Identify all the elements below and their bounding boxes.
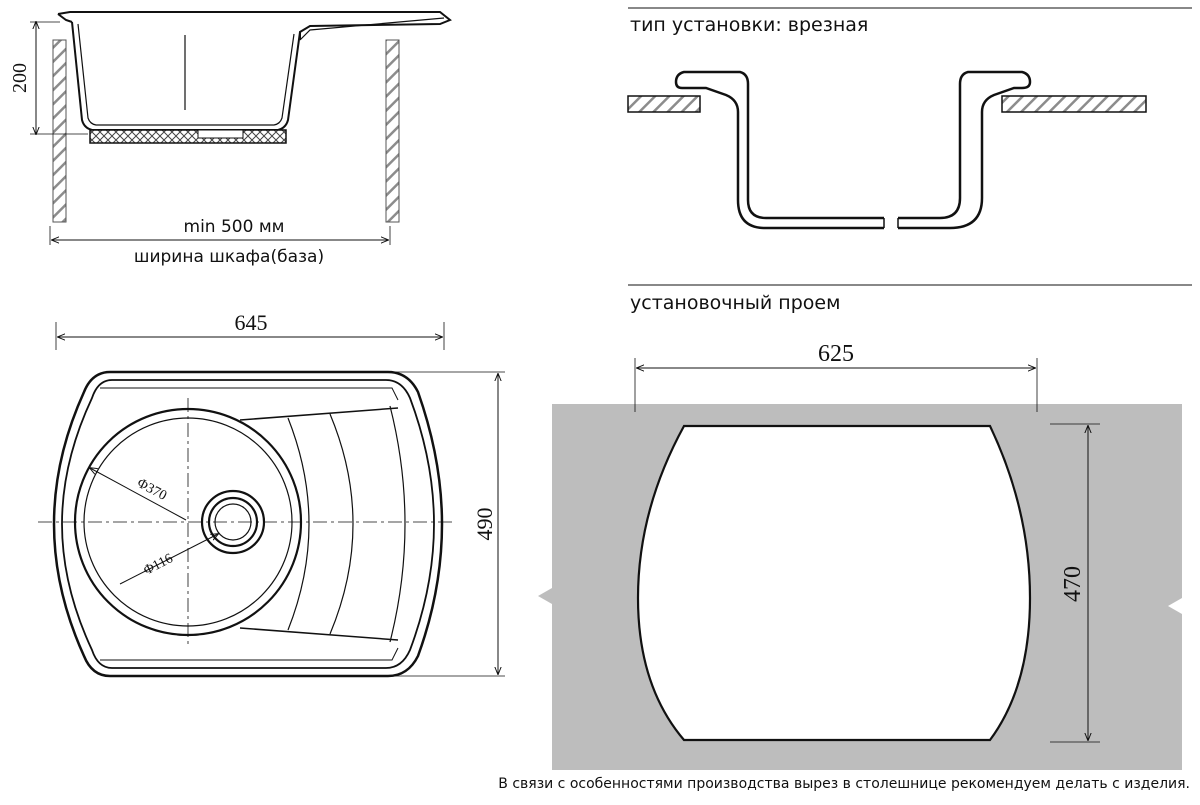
sink-section (57, 11, 452, 144)
sink-inner-outline (61, 379, 435, 669)
install-type-section: тип установки: врезная (627, 7, 1192, 230)
countertop-right (1001, 95, 1147, 113)
bowl-diameter-label: Φ370 (134, 476, 169, 504)
depth-label: 200 (9, 63, 31, 93)
countertop-left (627, 95, 701, 113)
footnote: В связи с особенностями производства выр… (498, 776, 1190, 792)
cabinet-width-label: ширина шкафа(база) (134, 247, 324, 267)
min-width-label: min 500 мм (184, 217, 285, 237)
cabinet-wall-right (385, 39, 400, 223)
side-view: 200 min 500 мм ширина шкафа(база) (9, 11, 452, 267)
top-view: 645 490 Φ370 Φ116 (38, 310, 505, 678)
cutout-title: установочный проем (630, 292, 840, 314)
cabinet-wall-left (52, 39, 67, 223)
top-width-label: 645 (235, 310, 268, 335)
sink-base (89, 129, 287, 144)
cutout-shape (636, 424, 1032, 742)
drain-diameter-label: Φ116 (141, 551, 175, 578)
sink-outer-outline (52, 370, 444, 678)
bowl-diameter-leader (90, 468, 187, 521)
drain-diameter-leader (119, 534, 218, 585)
install-type-title: тип установки: врезная (630, 14, 868, 36)
top-height-label: 490 (472, 508, 497, 541)
drainboard (100, 387, 406, 661)
cutout-width-label: 625 (818, 341, 854, 367)
cutout-section: установочный проем 625 470 (538, 284, 1192, 770)
cutout-height-label: 470 (1060, 566, 1086, 602)
inset-sink-profile (674, 70, 1032, 230)
